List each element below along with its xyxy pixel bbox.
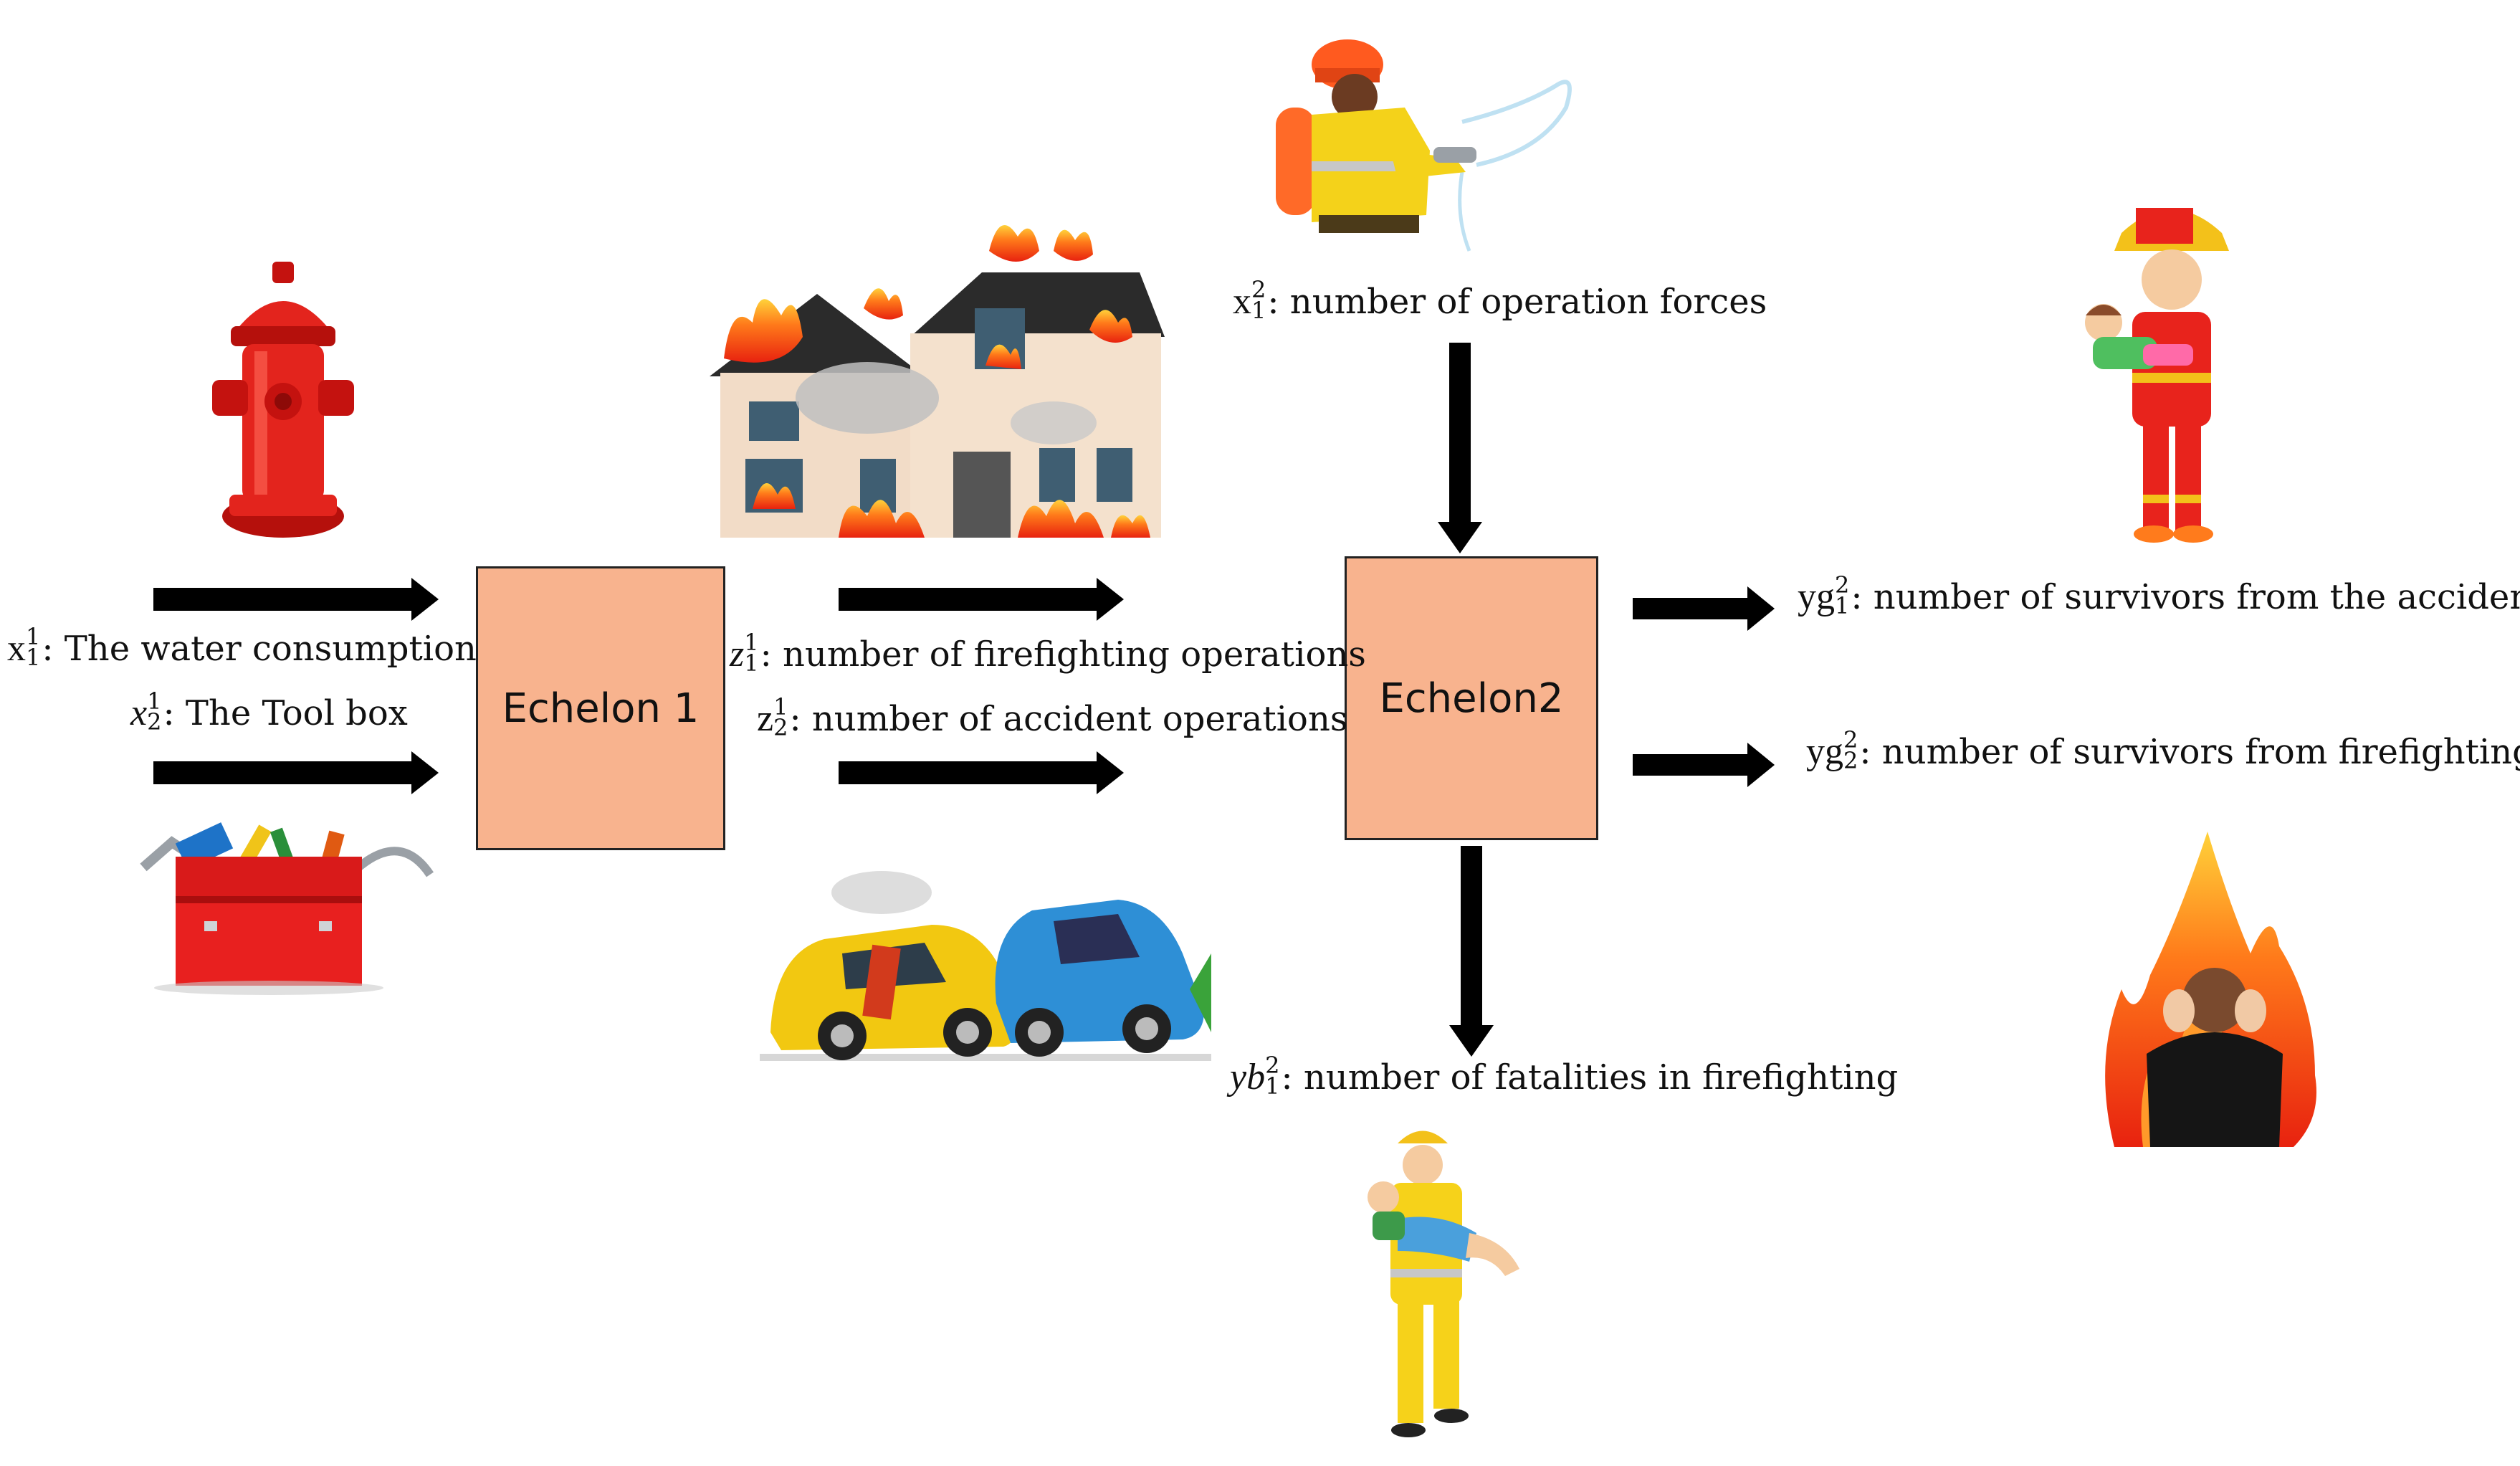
yg12-sub: 1 (1835, 591, 1850, 619)
firefighter-hose-icon (1276, 39, 1572, 252)
x12-sup: 2 (1251, 275, 1266, 303)
yb12-sup: 2 (1265, 1051, 1280, 1079)
firefighter-rescue-child-icon (2085, 208, 2229, 543)
toolbox-icon (140, 822, 434, 995)
yg22-symbol: yg (1806, 731, 1843, 772)
z11-symbol: z (730, 634, 745, 675)
z11-sub: 1 (744, 649, 759, 677)
z21-text: : number of accident operations (789, 699, 1348, 739)
x12-symbol: x (1233, 281, 1251, 322)
x21-sub: 2 (147, 708, 162, 736)
person-in-fire-icon (2105, 832, 2316, 1147)
x11-symbol: x (7, 628, 26, 669)
z21-symbol: z (757, 698, 774, 739)
yb12-symbol: yb (1230, 1057, 1266, 1098)
firefighter-carrying-person-icon (1368, 1131, 1519, 1437)
z21-sub: 2 (773, 713, 788, 741)
arrow-echelon2-to-yb12 (1449, 846, 1494, 1057)
yg22-sub: 2 (1843, 746, 1858, 774)
yg22-text: : number of survivors from firefighting (1859, 732, 2520, 772)
x12-sub: 1 (1251, 296, 1266, 324)
x12-text: : number of operation forces (1267, 282, 1767, 322)
echelon-2-box: Echelon2 (1345, 556, 1598, 840)
z11-sup: 1 (744, 628, 759, 656)
z21-sup: 1 (773, 692, 788, 720)
arrow-x21-to-echelon1 (153, 751, 439, 794)
x11-sub: 1 (26, 643, 41, 671)
car-crash-icon (760, 871, 1211, 1061)
x21-text: : The Tool box (163, 693, 408, 733)
x21-sup: 1 (147, 687, 162, 715)
arrow-z11-to-echelon2 (839, 578, 1124, 621)
arrow-x11-to-echelon1 (153, 578, 439, 621)
yg12-text: : number of survivors from the accident (1851, 577, 2520, 617)
arrow-z21-to-echelon2 (839, 751, 1124, 794)
arrow-echelon2-to-yg22 (1633, 743, 1775, 787)
x11-sup: 1 (26, 622, 41, 650)
yb12-text: : number of fatalities in firefighting (1281, 1057, 1899, 1098)
yg12-symbol: yg (1798, 576, 1835, 617)
yb12-sub: 1 (1265, 1072, 1280, 1100)
yg22-sup: 2 (1843, 725, 1858, 753)
fire-hydrant-icon (212, 262, 354, 538)
burning-house-icon (710, 225, 1165, 538)
yg12-sup: 2 (1835, 571, 1850, 599)
echelon-1-box: Echelon 1 (476, 566, 725, 850)
z11-text: : number of firefighting operations (760, 634, 1366, 675)
arrow-echelon2-to-yg12 (1633, 586, 1775, 631)
x21-symbol: x (130, 692, 148, 733)
arrow-x12-to-echelon2 (1438, 343, 1482, 553)
x11-text: : The water consumption (42, 629, 477, 669)
